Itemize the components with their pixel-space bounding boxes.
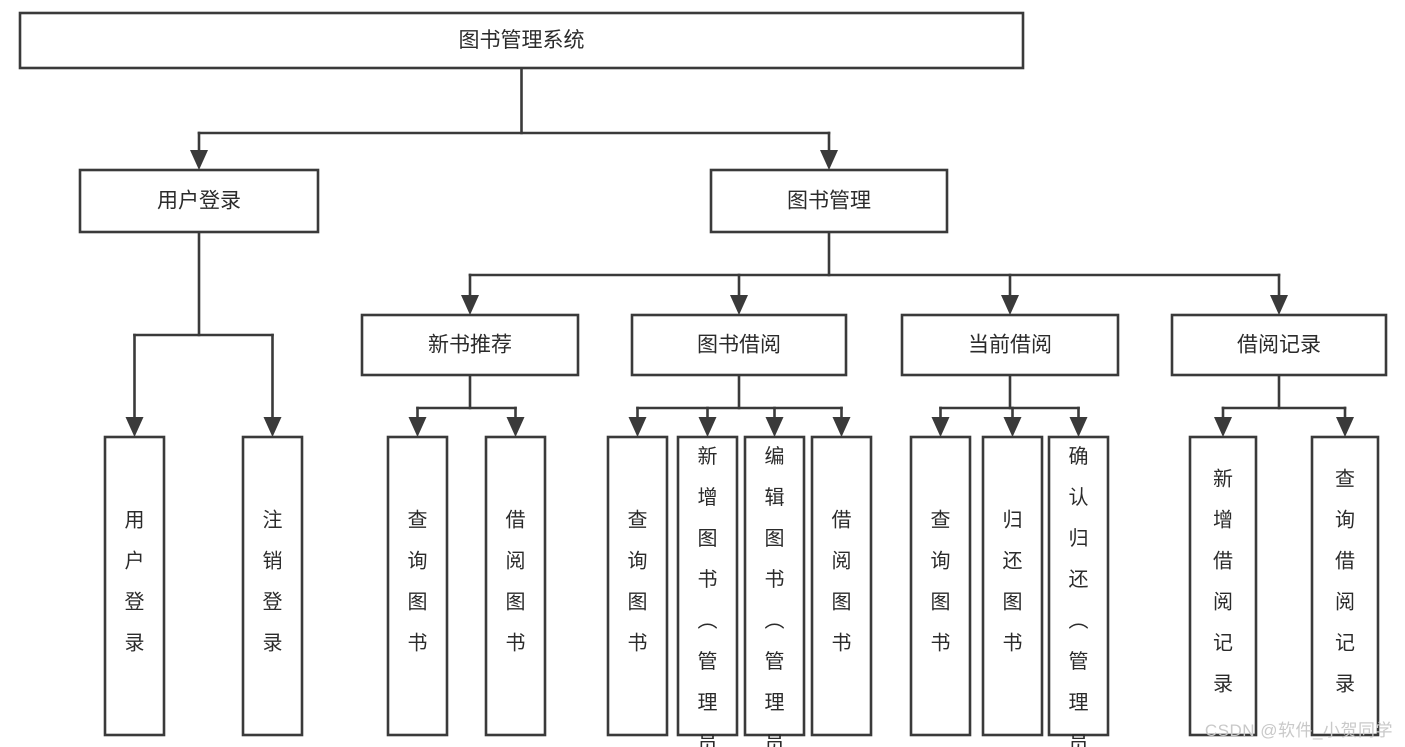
node-leaf-add-record[interactable]: 新增借阅记录 bbox=[1188, 435, 1258, 737]
arrow-head-icon bbox=[263, 417, 282, 437]
arrow-head-icon bbox=[506, 417, 525, 437]
node-leaf-logout-login[interactable]: 注销登录 bbox=[241, 435, 304, 737]
node-leaf-add-record-box bbox=[1188, 435, 1258, 737]
node-leaf-query-book-1[interactable]: 查询图书 bbox=[386, 435, 449, 737]
node-borrow-record-box bbox=[1170, 313, 1388, 377]
node-leaf-return-book-label: 归还图书 bbox=[1003, 509, 1023, 655]
node-user-login-label: 用户登录 bbox=[157, 190, 241, 213]
node-leaf-query-book-1-label: 查询图书 bbox=[408, 509, 428, 655]
node-leaf-confirm-return-box bbox=[1047, 435, 1110, 737]
node-leaf-query-book-2[interactable]: 查询图书 bbox=[606, 435, 669, 737]
node-borrow-record-label: 借阅记录 bbox=[1237, 334, 1321, 357]
node-leaf-query-book-2-label: 查询图书 bbox=[628, 509, 648, 655]
node-leaf-query-book-1-box bbox=[386, 435, 449, 737]
node-root-label: 图书管理系统 bbox=[459, 29, 585, 52]
node-leaf-user-login-box bbox=[103, 435, 166, 737]
node-leaf-logout-login-box bbox=[241, 435, 304, 737]
node-root-box bbox=[18, 11, 1025, 70]
node-leaf-borrow-book-1-label: 借阅图书 bbox=[506, 509, 526, 655]
node-book-manage-label: 图书管理 bbox=[787, 190, 871, 213]
node-leaf-query-book-3-label: 查询图书 bbox=[931, 509, 951, 655]
node-new-book-recommend[interactable]: 新书推荐 bbox=[360, 313, 580, 377]
node-current-borrow[interactable]: 当前借阅 bbox=[900, 313, 1120, 377]
arrow-head-icon bbox=[931, 417, 950, 437]
node-leaf-user-login-label: 用户登录 bbox=[125, 510, 145, 655]
arrow-head-icon bbox=[1003, 417, 1022, 437]
node-book-borrow-label: 图书借阅 bbox=[697, 334, 781, 357]
arrow-head-icon bbox=[698, 417, 717, 437]
node-book-borrow-box bbox=[630, 313, 848, 377]
node-root[interactable]: 图书管理系统 bbox=[18, 11, 1025, 70]
node-leaf-add-book[interactable]: 新增图书︵管理员︶ bbox=[676, 435, 739, 747]
node-leaf-query-record[interactable]: 查询借阅记录 bbox=[1310, 435, 1380, 737]
node-leaf-logout-login-label: 注销登录 bbox=[263, 509, 283, 655]
arrow-head-icon bbox=[1270, 295, 1288, 315]
node-leaf-confirm-return-label: 确认归还︵管理员︶ bbox=[1069, 445, 1089, 747]
node-leaf-edit-book-label: 编辑图书︵管理员︶ bbox=[765, 445, 785, 747]
node-leaf-return-book-box bbox=[981, 435, 1044, 737]
arrow-head-icon bbox=[461, 295, 479, 315]
arrow-head-icon bbox=[125, 417, 144, 437]
arrow-head-icon bbox=[1069, 417, 1088, 437]
node-book-borrow[interactable]: 图书借阅 bbox=[630, 313, 848, 377]
node-leaf-confirm-return[interactable]: 确认归还︵管理员︶ bbox=[1047, 435, 1110, 747]
node-new-book-recommend-box bbox=[360, 313, 580, 377]
arrow-head-icon bbox=[408, 417, 427, 437]
node-leaf-add-book-box bbox=[676, 435, 739, 737]
arrow-head-icon bbox=[1214, 417, 1232, 437]
node-borrow-record[interactable]: 借阅记录 bbox=[1170, 313, 1388, 377]
node-leaf-borrow-book-2-label: 借阅图书 bbox=[832, 509, 852, 655]
arrow-head-icon bbox=[628, 417, 647, 437]
node-leaf-borrow-book-1-box bbox=[484, 435, 547, 737]
node-leaf-borrow-book-1[interactable]: 借阅图书 bbox=[484, 435, 547, 737]
node-leaf-add-record-label: 新增借阅记录 bbox=[1213, 468, 1233, 696]
node-current-borrow-box bbox=[900, 313, 1120, 377]
node-leaf-return-book[interactable]: 归还图书 bbox=[981, 435, 1044, 737]
arrow-head-icon bbox=[832, 417, 851, 437]
node-book-manage-box bbox=[709, 168, 949, 234]
node-new-book-recommend-label: 新书推荐 bbox=[428, 334, 512, 357]
node-leaf-query-record-label: 查询借阅记录 bbox=[1335, 468, 1355, 696]
node-current-borrow-label: 当前借阅 bbox=[968, 334, 1052, 357]
arrow-head-icon bbox=[1001, 295, 1019, 315]
arrow-head-icon bbox=[820, 150, 838, 170]
node-leaf-query-book-2-box bbox=[606, 435, 669, 737]
node-leaf-query-book-3-box bbox=[909, 435, 972, 737]
csdn-watermark: CSDN @软件_小贺同学 bbox=[1204, 721, 1393, 740]
node-leaf-borrow-book-2-box bbox=[810, 435, 873, 737]
connector-layer bbox=[125, 66, 1354, 437]
arrow-head-icon bbox=[1336, 417, 1354, 437]
node-book-manage[interactable]: 图书管理 bbox=[709, 168, 949, 234]
node-leaf-query-book-3[interactable]: 查询图书 bbox=[909, 435, 972, 737]
node-leaf-edit-book-box bbox=[743, 435, 806, 737]
node-layer: 图书管理系统用户登录图书管理新书推荐图书借阅当前借阅借阅记录用户登录注销登录查询… bbox=[18, 11, 1388, 747]
arrow-head-icon bbox=[765, 417, 784, 437]
node-leaf-edit-book[interactable]: 编辑图书︵管理员︶ bbox=[743, 435, 806, 747]
node-leaf-borrow-book-2[interactable]: 借阅图书 bbox=[810, 435, 873, 737]
node-leaf-add-book-label: 新增图书︵管理员︶ bbox=[698, 445, 718, 747]
node-user-login-box bbox=[78, 168, 320, 234]
node-user-login[interactable]: 用户登录 bbox=[78, 168, 320, 234]
arrow-head-icon bbox=[730, 295, 748, 315]
arrow-head-icon bbox=[190, 150, 208, 170]
node-leaf-query-record-box bbox=[1310, 435, 1380, 737]
node-leaf-user-login[interactable]: 用户登录 bbox=[103, 435, 166, 737]
